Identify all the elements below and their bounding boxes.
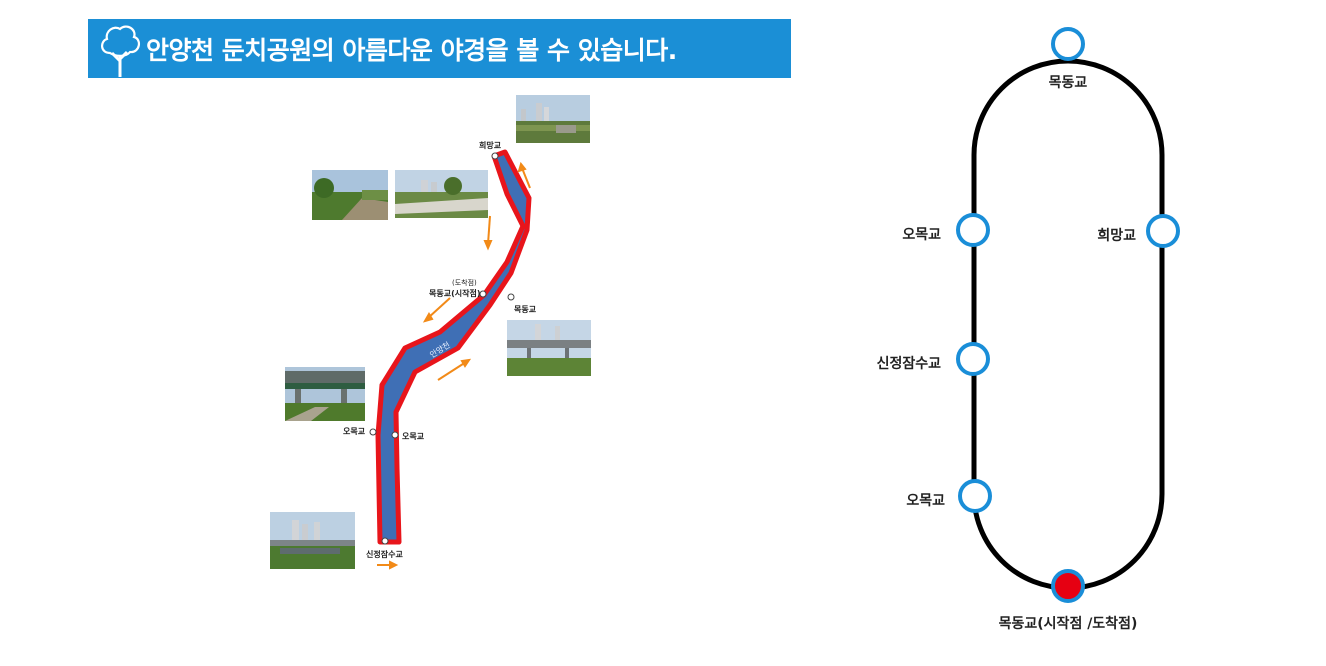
station-label-right: 희망교 — [1097, 227, 1136, 244]
label-mokdong-start: 목동교(시작점) — [429, 288, 480, 298]
station-label-left-lower: 오목교 — [906, 493, 945, 509]
station-label-bottom: 목동교(시작점 /도착점) — [999, 615, 1138, 632]
label-huimang: 희망교 — [479, 140, 502, 150]
photo-mokdong-bridge — [507, 320, 591, 376]
point-huimang — [491, 152, 499, 160]
direction-arrows — [377, 161, 531, 570]
photo-omok-bridge — [285, 367, 365, 421]
point-omok-right — [391, 431, 399, 439]
station-left-lower — [958, 479, 992, 513]
photo-sinjeong-bridge — [270, 512, 355, 569]
station-top — [1051, 27, 1085, 61]
photo-park-path-1 — [312, 170, 388, 220]
route-map: 안양천 희망교 (도착점) 목동교(시작점) 목동교 오목교 오목교 신정잠수교 — [343, 140, 537, 570]
photo-huimang-bridge — [516, 95, 590, 143]
station-left-upper — [956, 213, 990, 247]
title-banner: 안양천 둔치공원의 아름다운 야경을 볼 수 있습니다. — [88, 19, 791, 78]
loop-track — [971, 58, 1165, 591]
point-sinjeong — [381, 537, 389, 545]
station-label-left-upper: 오목교 — [902, 227, 941, 243]
label-arrival-note: (도착점) — [452, 279, 477, 287]
banner-title: 안양천 둔치공원의 아름다운 야경을 볼 수 있습니다. — [146, 35, 677, 65]
point-mokdong-start — [479, 290, 487, 298]
label-omok-left: 오목교 — [343, 427, 366, 436]
photo-park-path-2 — [395, 170, 488, 218]
label-mokdong: 목동교 — [514, 305, 537, 314]
loop-diagram: 목동교 오목교 희망교 신정잠수교 오목교 목동교(시작점 /도착점) — [877, 27, 1180, 632]
station-start — [1051, 569, 1085, 603]
station-label-top: 목동교 — [1049, 75, 1088, 91]
point-mokdong — [507, 293, 515, 301]
station-label-left-middle: 신정잠수교 — [877, 355, 942, 372]
label-sinjeong: 신정잠수교 — [366, 549, 403, 559]
tree-icon — [101, 25, 140, 77]
label-omok-right: 오목교 — [402, 432, 425, 441]
river-route — [375, 149, 532, 545]
station-left-middle — [956, 342, 990, 376]
point-omok-left — [369, 428, 377, 436]
station-right — [1146, 214, 1180, 248]
